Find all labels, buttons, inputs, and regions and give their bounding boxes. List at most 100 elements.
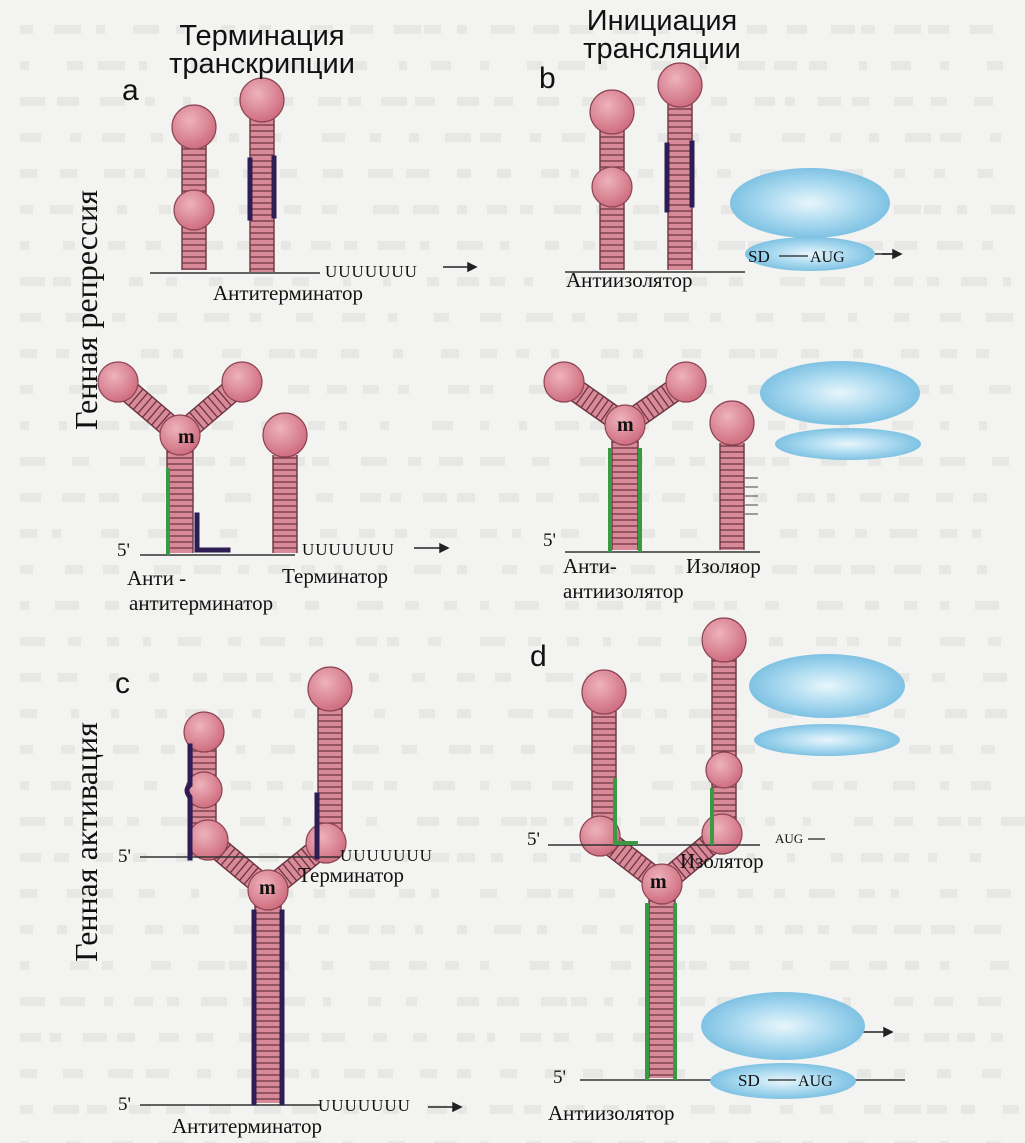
bleed-word <box>691 1105 715 1114</box>
bleed-word <box>515 601 539 610</box>
bleed-word <box>101 529 119 538</box>
bleed-word <box>1001 817 1025 826</box>
bleed-word <box>104 997 113 1006</box>
bleed-word <box>457 25 467 34</box>
bleed-word <box>699 889 715 898</box>
bleed-word <box>691 277 707 286</box>
bleed-word <box>348 925 369 934</box>
bleed-word <box>457 853 475 862</box>
bleed-word <box>70 133 81 142</box>
bleed-word <box>414 565 441 574</box>
bleed-word <box>271 745 295 754</box>
bleed-word <box>730 133 741 142</box>
bleed-word <box>65 565 83 574</box>
bleed-word <box>445 133 471 142</box>
bleed-word <box>662 493 685 502</box>
bleed-word <box>724 601 737 610</box>
bleed-word <box>20 997 45 1006</box>
bleed-word <box>387 637 399 646</box>
bleed-word <box>139 61 147 70</box>
bleed-word <box>940 457 965 466</box>
bleed-word <box>231 781 251 790</box>
bleed-word <box>457 205 467 214</box>
bleed-word <box>844 781 857 790</box>
bleed-word <box>558 61 585 70</box>
bleed-word <box>940 61 949 70</box>
label-anti-antiterminator-1: Анти - <box>127 566 186 590</box>
bleed-word <box>457 169 471 178</box>
sd-d2: SD <box>738 1071 760 1090</box>
bleed-word <box>940 313 961 322</box>
bleed-word <box>188 385 209 394</box>
bleed-word <box>480 349 497 358</box>
bleed-word <box>894 853 909 862</box>
bleed-word <box>20 673 41 682</box>
bleed-word <box>348 97 361 106</box>
five-prime-d1: 5' <box>527 829 540 850</box>
bleed-word <box>142 493 165 502</box>
bleed-word <box>20 205 33 214</box>
bleed-word <box>931 925 955 934</box>
bleed-word <box>831 25 855 34</box>
bleed-word <box>457 925 467 934</box>
bleed-word <box>940 637 965 646</box>
bleed-word <box>322 961 333 970</box>
bleed-word <box>927 1105 947 1114</box>
bleed-word <box>424 25 441 34</box>
bleed-word <box>730 961 749 970</box>
y-a2-stem <box>167 449 193 553</box>
bleed-word <box>710 313 721 322</box>
bleed-word <box>711 97 727 106</box>
y-a2-loop-left <box>98 362 138 402</box>
m-label-c2: m <box>259 877 276 899</box>
bleed-word <box>288 385 309 394</box>
bleed-word <box>300 349 317 358</box>
bleed-word <box>785 97 795 106</box>
bleed-word <box>968 817 981 826</box>
panel-b: b <box>539 62 556 95</box>
bleed-word <box>314 889 325 898</box>
bleed-word <box>680 997 705 1006</box>
bleed-word <box>480 313 501 322</box>
stem-b2 <box>668 100 692 270</box>
bleed-word <box>611 961 631 970</box>
bleed-word <box>323 169 343 178</box>
bleed-word <box>195 457 215 466</box>
sd-b1: SD <box>748 247 770 266</box>
bleed-word <box>940 349 957 358</box>
bleed-word <box>972 529 981 538</box>
bleed-word <box>570 853 581 862</box>
bleed-word <box>633 349 643 358</box>
bleed-word <box>905 133 931 142</box>
bleed-word <box>448 385 469 394</box>
bleed-word <box>847 637 859 646</box>
bleed-word <box>782 133 805 142</box>
bleed-word <box>655 709 667 718</box>
bleed-word <box>339 421 347 430</box>
bleed-word <box>352 781 373 790</box>
bleed-word <box>819 529 835 538</box>
loop-d1a <box>582 670 626 714</box>
seq-uuu-a1: UUUUUUU <box>325 262 418 281</box>
m-label-a2: m <box>178 426 195 448</box>
bleed-word <box>236 745 245 754</box>
bleed-word <box>311 241 331 250</box>
bleed-word <box>1003 277 1011 286</box>
bleed-word <box>434 313 449 322</box>
bleed-word <box>225 493 251 502</box>
bleed-word <box>940 961 949 970</box>
bleed-word <box>52 529 61 538</box>
bleed-word <box>827 493 835 502</box>
bleed-word <box>20 457 45 466</box>
bleed-word <box>356 637 377 646</box>
bleed-word <box>120 457 145 466</box>
bleed-word <box>349 889 375 898</box>
ribosome-large-d2 <box>701 992 865 1060</box>
bleed-word <box>420 241 429 250</box>
m-label-d2: m <box>650 871 667 893</box>
bleed-word <box>161 817 187 826</box>
bleed-word <box>228 637 241 646</box>
bleed-word <box>803 817 811 826</box>
bleed-word <box>196 1033 213 1042</box>
bleed-word <box>558 889 573 898</box>
